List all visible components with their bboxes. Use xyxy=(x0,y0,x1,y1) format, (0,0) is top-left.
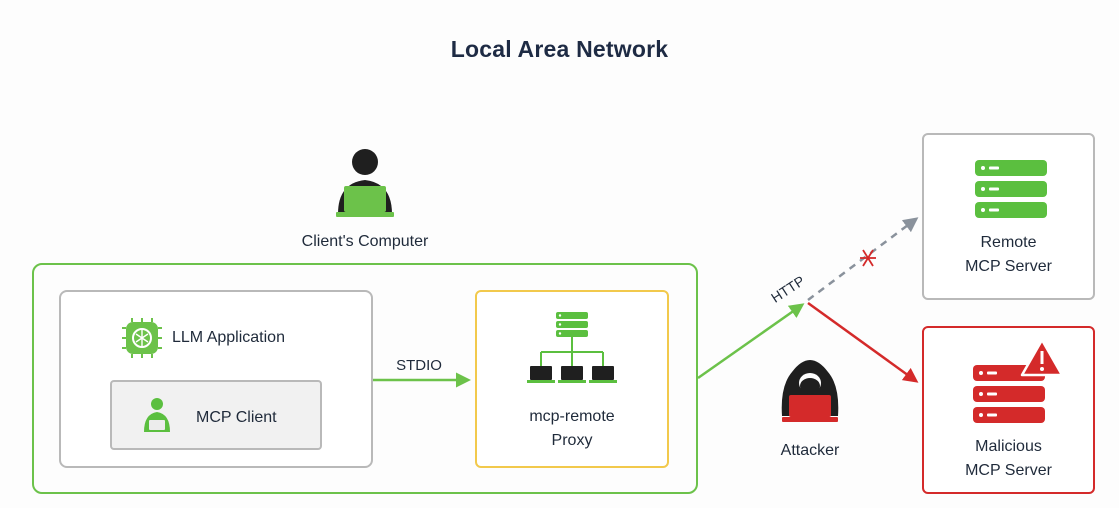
remote-server-label-line2: MCP Server xyxy=(965,258,1052,275)
client-computer-box xyxy=(32,263,698,494)
malicious-server-label-line1: Malicious xyxy=(975,438,1042,455)
network-server-icon xyxy=(527,312,617,383)
server-icon xyxy=(975,160,1047,218)
remote-server-label-line1: Remote xyxy=(980,234,1037,251)
stdio-label: STDIO xyxy=(396,357,442,374)
attacker-label: Attacker xyxy=(780,442,840,459)
blocked-cross-icon xyxy=(860,249,876,267)
server-warning-icon xyxy=(973,338,1064,423)
mcp-client-label: MCP Client xyxy=(196,409,277,426)
mcp-client-box xyxy=(110,380,322,450)
malicious-server-label-line2: MCP Server xyxy=(965,462,1052,479)
client-computer-label: Client's Computer xyxy=(301,233,429,250)
llm-application-label: LLM Application xyxy=(172,329,285,346)
blocked-remote-path xyxy=(807,217,919,301)
hooded-attacker-icon xyxy=(781,360,839,422)
diagram-title: Local Area Network xyxy=(450,36,669,62)
user-laptop-icon xyxy=(336,149,394,217)
proxy-type-label: Proxy xyxy=(551,432,593,449)
ai-chip-icon xyxy=(122,318,162,358)
user-icon xyxy=(144,398,170,432)
malicious-redirect-arrow xyxy=(807,301,919,383)
http-arrow xyxy=(697,303,805,380)
proxy-name-label: mcp-remote xyxy=(529,408,615,425)
